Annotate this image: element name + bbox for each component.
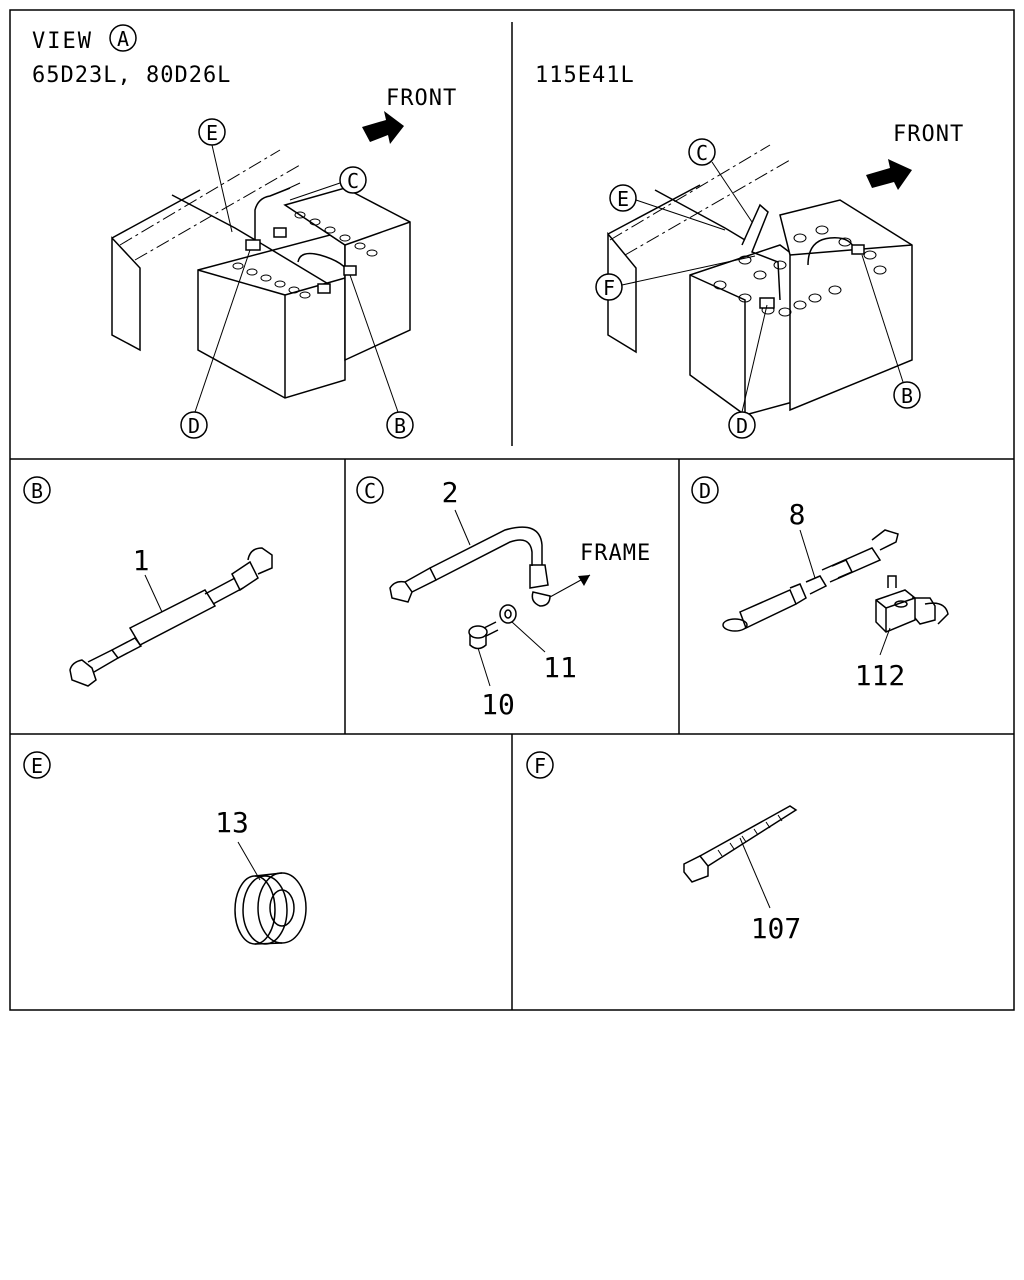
part-112-label: 112	[855, 659, 906, 692]
part-107-label: 107	[751, 912, 802, 945]
callout-e-right: E	[617, 187, 629, 211]
detail-c-panel: C FRAME 2 10 11	[356, 476, 651, 721]
diagram-frame	[9, 9, 1015, 1011]
callout-b-left: B	[394, 414, 406, 438]
callout-c-left: C	[347, 169, 359, 193]
front-arrow-left	[362, 111, 404, 144]
detail-d-panel: D 8 112	[691, 476, 949, 692]
grommet-13	[234, 872, 307, 945]
detail-f-marker: F	[534, 754, 546, 778]
detail-c-marker: C	[364, 479, 376, 503]
frame-label: FRAME	[580, 541, 651, 566]
battery-cable-1	[69, 547, 273, 687]
washer-11	[499, 604, 517, 624]
part-11-label: 11	[543, 651, 577, 684]
detail-e-marker: E	[31, 754, 43, 778]
right-models: 115E41L	[535, 63, 635, 88]
detail-d-marker: D	[699, 479, 711, 503]
terminal-clamp-112	[875, 575, 949, 633]
view-marker-circle	[109, 24, 137, 52]
part-13-label: 13	[215, 806, 249, 839]
callout-b-right: B	[901, 384, 913, 408]
part-1-label: 1	[133, 544, 150, 577]
part-8-label: 8	[789, 498, 806, 531]
detail-b-panel: B 1	[23, 476, 273, 687]
battery-cable-2	[389, 526, 551, 607]
part-2-label: 2	[442, 476, 459, 509]
detail-e-panel: E 13	[23, 751, 307, 945]
callout-c-right: C	[696, 141, 708, 165]
detail-b-marker: B	[31, 479, 43, 503]
cable-tie-107	[683, 805, 798, 883]
callout-f-right: F	[603, 276, 615, 300]
front-arrow-right	[866, 159, 912, 190]
left-models: 65D23L, 80D26L	[32, 63, 231, 88]
part-10-label: 10	[481, 688, 515, 721]
view-a-panel: VIEW A 65D23L, 80D26L FRONT	[32, 24, 457, 439]
callout-d-right: D	[736, 414, 748, 438]
detail-f-panel: F 107	[526, 751, 802, 945]
right-front-label: FRONT	[893, 122, 964, 147]
model-115e41l-panel: 115E41L FRONT	[535, 63, 964, 439]
view-label: VIEW	[32, 29, 93, 54]
battery-caps-left	[232, 211, 378, 299]
left-front-label: FRONT	[386, 86, 457, 111]
bolt-10	[468, 621, 499, 650]
battery-cable-8	[722, 529, 899, 632]
view-marker: A	[117, 27, 129, 51]
callout-e-left: E	[206, 121, 218, 145]
callout-d-left: D	[188, 414, 200, 438]
